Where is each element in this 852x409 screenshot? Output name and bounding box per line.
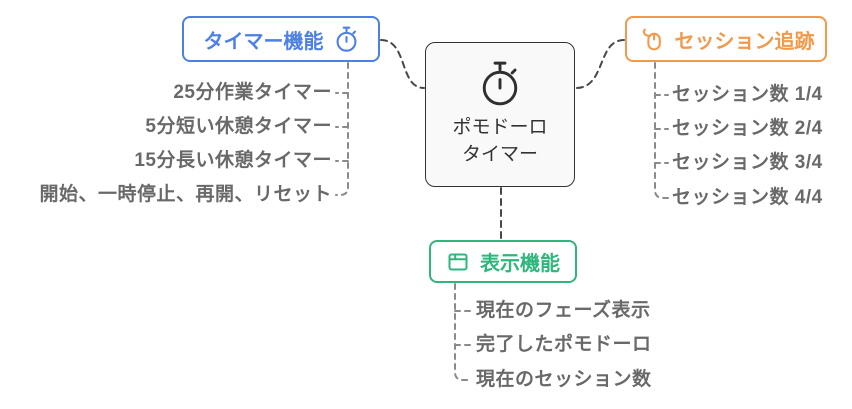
leaf-item-display-3: 現在のセッション数 bbox=[476, 369, 652, 390]
branch-node-display: 表示機能 bbox=[429, 240, 577, 283]
stopwatch-icon bbox=[334, 26, 359, 53]
center-title-line-2: タイマー bbox=[461, 144, 538, 165]
timer-branch-connectors bbox=[335, 62, 349, 196]
connector-timer-to-center bbox=[380, 39, 425, 89]
branch-session-label: セッション追跡 bbox=[674, 30, 815, 53]
leaf-item-timer-4: 開始、一時停止、再開、リセット bbox=[39, 184, 332, 205]
session-branch-connectors bbox=[654, 62, 669, 199]
leaf-item-session-3: セッション数 3/4 bbox=[672, 152, 823, 173]
branch-node-timer: タイマー機能 bbox=[182, 16, 380, 62]
leaf-item-timer-3: 15分長い休憩タイマー bbox=[134, 150, 332, 171]
center-title-line-1: ポモドーロ bbox=[452, 117, 548, 139]
mouse-tracking-icon bbox=[638, 27, 665, 52]
leaf-item-display-1: 現在のフェーズ表示 bbox=[476, 300, 651, 321]
branch-display-label: 表示機能 bbox=[480, 253, 560, 275]
leaf-item-session-1: セッション数 1/4 bbox=[672, 84, 823, 105]
display-branch-connectors bbox=[454, 283, 471, 381]
stopwatch-icon bbox=[478, 60, 522, 108]
leaf-item-session-4: セッション数 4/4 bbox=[672, 187, 823, 208]
center-node-pomodoro-timer: ポモドーロ タイマー bbox=[425, 42, 575, 187]
connector-session-to-center bbox=[575, 39, 625, 89]
leaf-item-timer-1: 25分作業タイマー bbox=[173, 82, 332, 103]
leaf-item-display-2: 完了したポモドーロ bbox=[476, 334, 652, 355]
center-node-title: ポモドーロ タイマー bbox=[452, 115, 547, 168]
leaf-item-timer-2: 5分短い休憩タイマー bbox=[145, 116, 332, 137]
leaf-item-session-2: セッション数 2/4 bbox=[672, 118, 823, 139]
branch-timer-label: タイマー機能 bbox=[203, 30, 324, 53]
window-icon bbox=[446, 250, 470, 274]
branch-node-session: セッション追跡 bbox=[625, 16, 827, 62]
